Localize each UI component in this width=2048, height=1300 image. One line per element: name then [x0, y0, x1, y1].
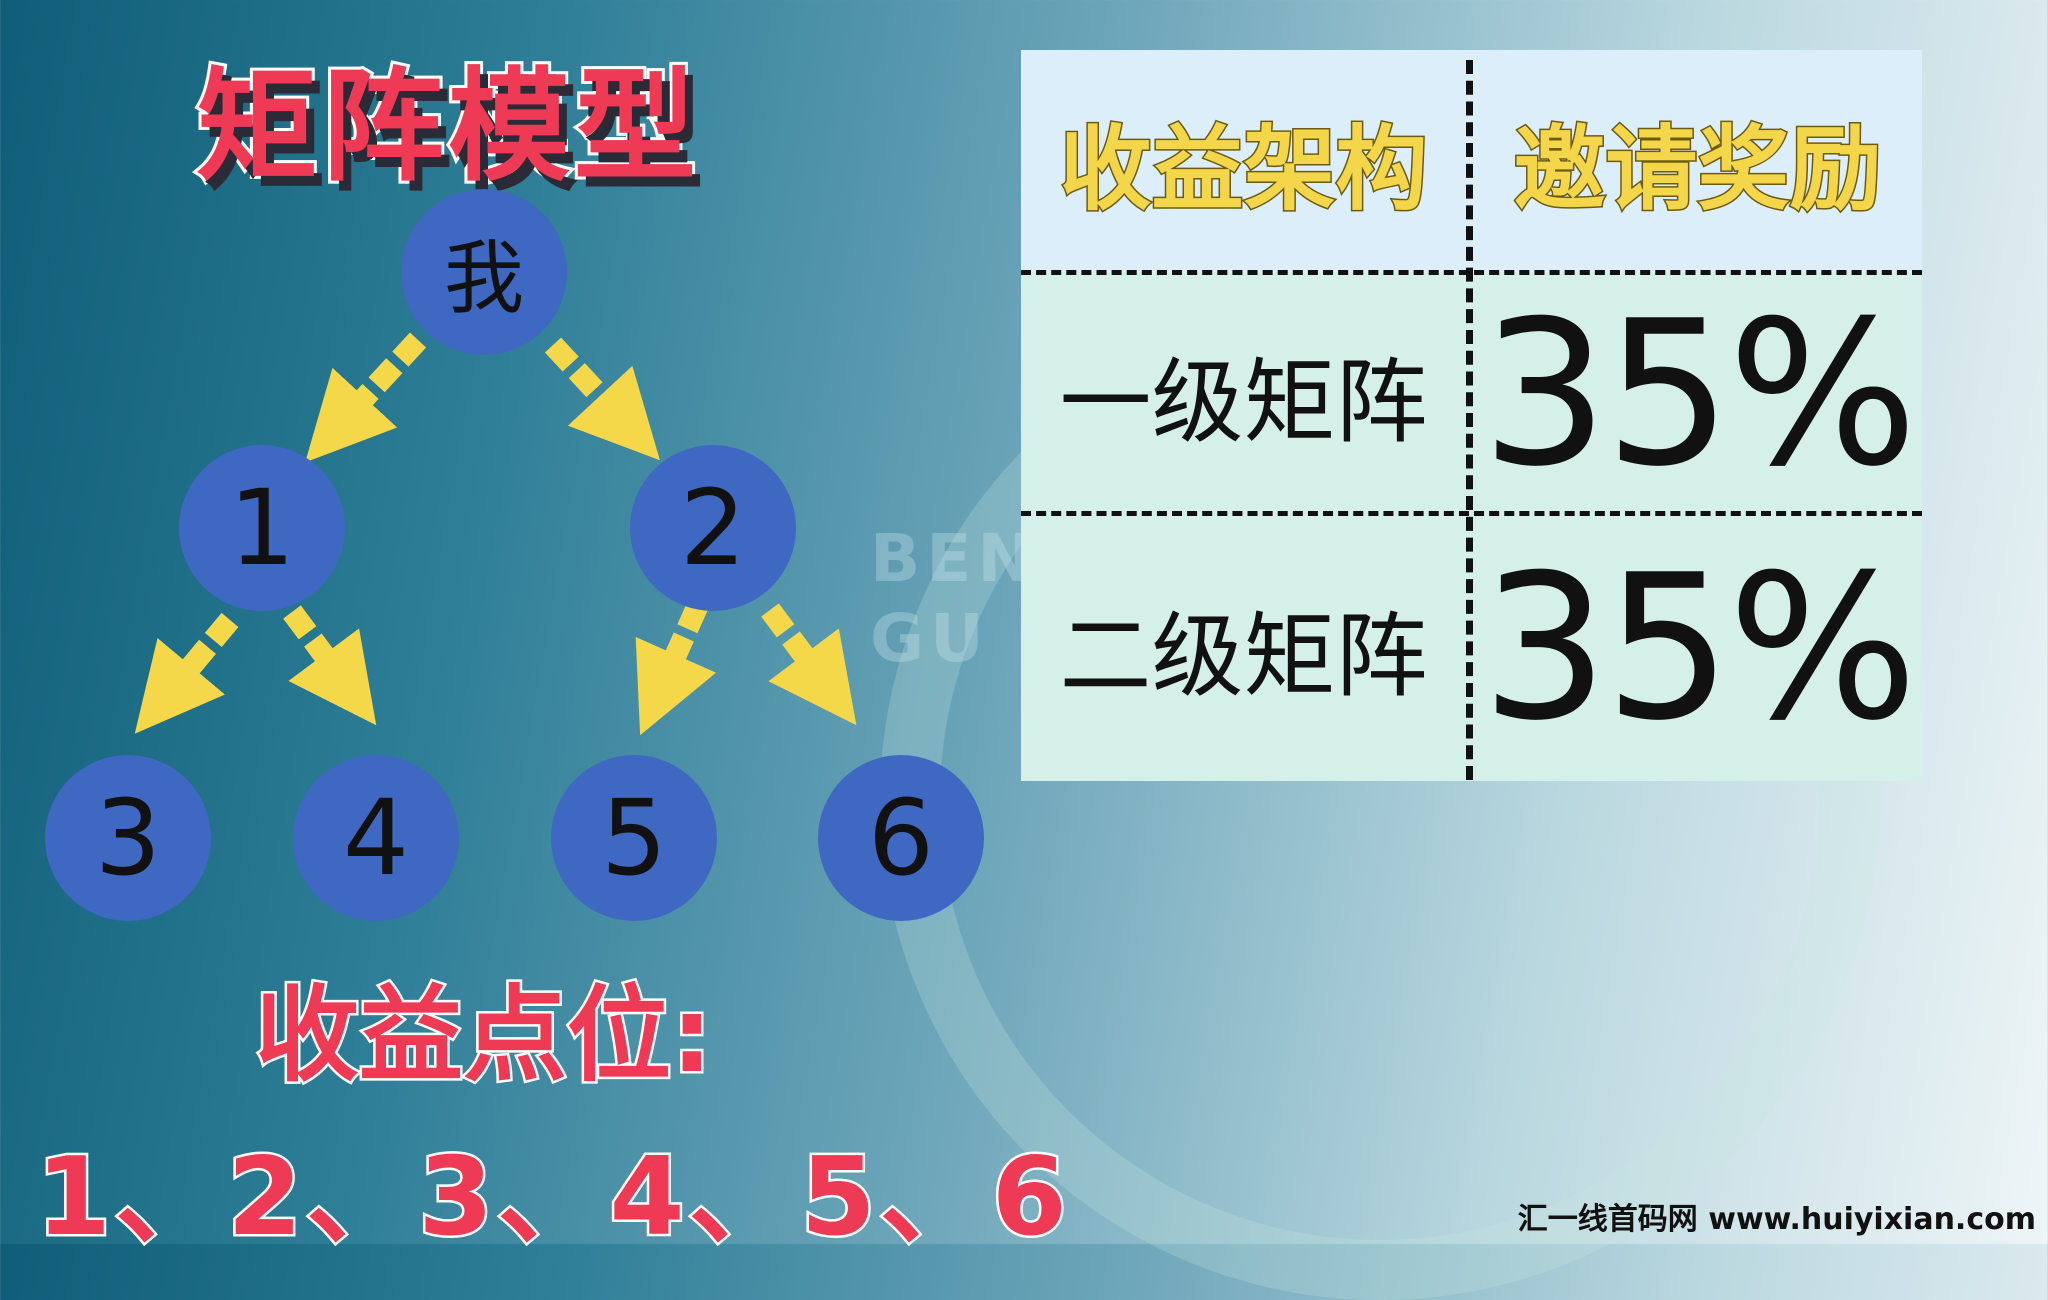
arrow-2-to-5 [635, 600, 717, 736]
points-value: 1、2、3、4、5、6 [34, 1133, 1071, 1263]
tree-node-1: 1 [179, 445, 345, 611]
tree-node-6: 6 [818, 755, 984, 921]
arrow-me-to-1 [305, 332, 427, 463]
reward-table: 收益架构 邀请奖励 一级矩阵 35% 二级矩阵 35% [1021, 50, 1922, 781]
tree-node-root: 我 [401, 189, 567, 355]
tree-node-3: 3 [45, 755, 211, 921]
arrow-2-to-6 [761, 603, 857, 726]
site-footer: 汇一线首码网 www.huiyixian.com [1517, 1202, 2036, 1237]
diagram-title: 矩阵模型 [193, 53, 700, 201]
tree-node-2: 2 [630, 445, 796, 611]
column-divider [1466, 60, 1473, 780]
header-structure: 收益架构 [1058, 114, 1429, 224]
row-value-1: 35% [1481, 277, 1918, 511]
row-label-2: 二级矩阵 [1059, 603, 1428, 710]
tree-node-5: 5 [551, 755, 717, 921]
header-reward: 邀请奖励 [1512, 114, 1883, 224]
arrow-1-to-4 [283, 605, 377, 726]
tree-node-4: 4 [293, 755, 459, 921]
row-value-2: 35% [1481, 532, 1918, 765]
points-label: 收益点位: [253, 972, 716, 1099]
row-label-1: 一级矩阵 [1059, 348, 1428, 456]
arrow-1-to-3 [134, 612, 239, 734]
tree-arrows [134, 332, 857, 736]
arrow-me-to-2 [544, 337, 660, 461]
watermark-text-1: BEN [870, 520, 1039, 597]
